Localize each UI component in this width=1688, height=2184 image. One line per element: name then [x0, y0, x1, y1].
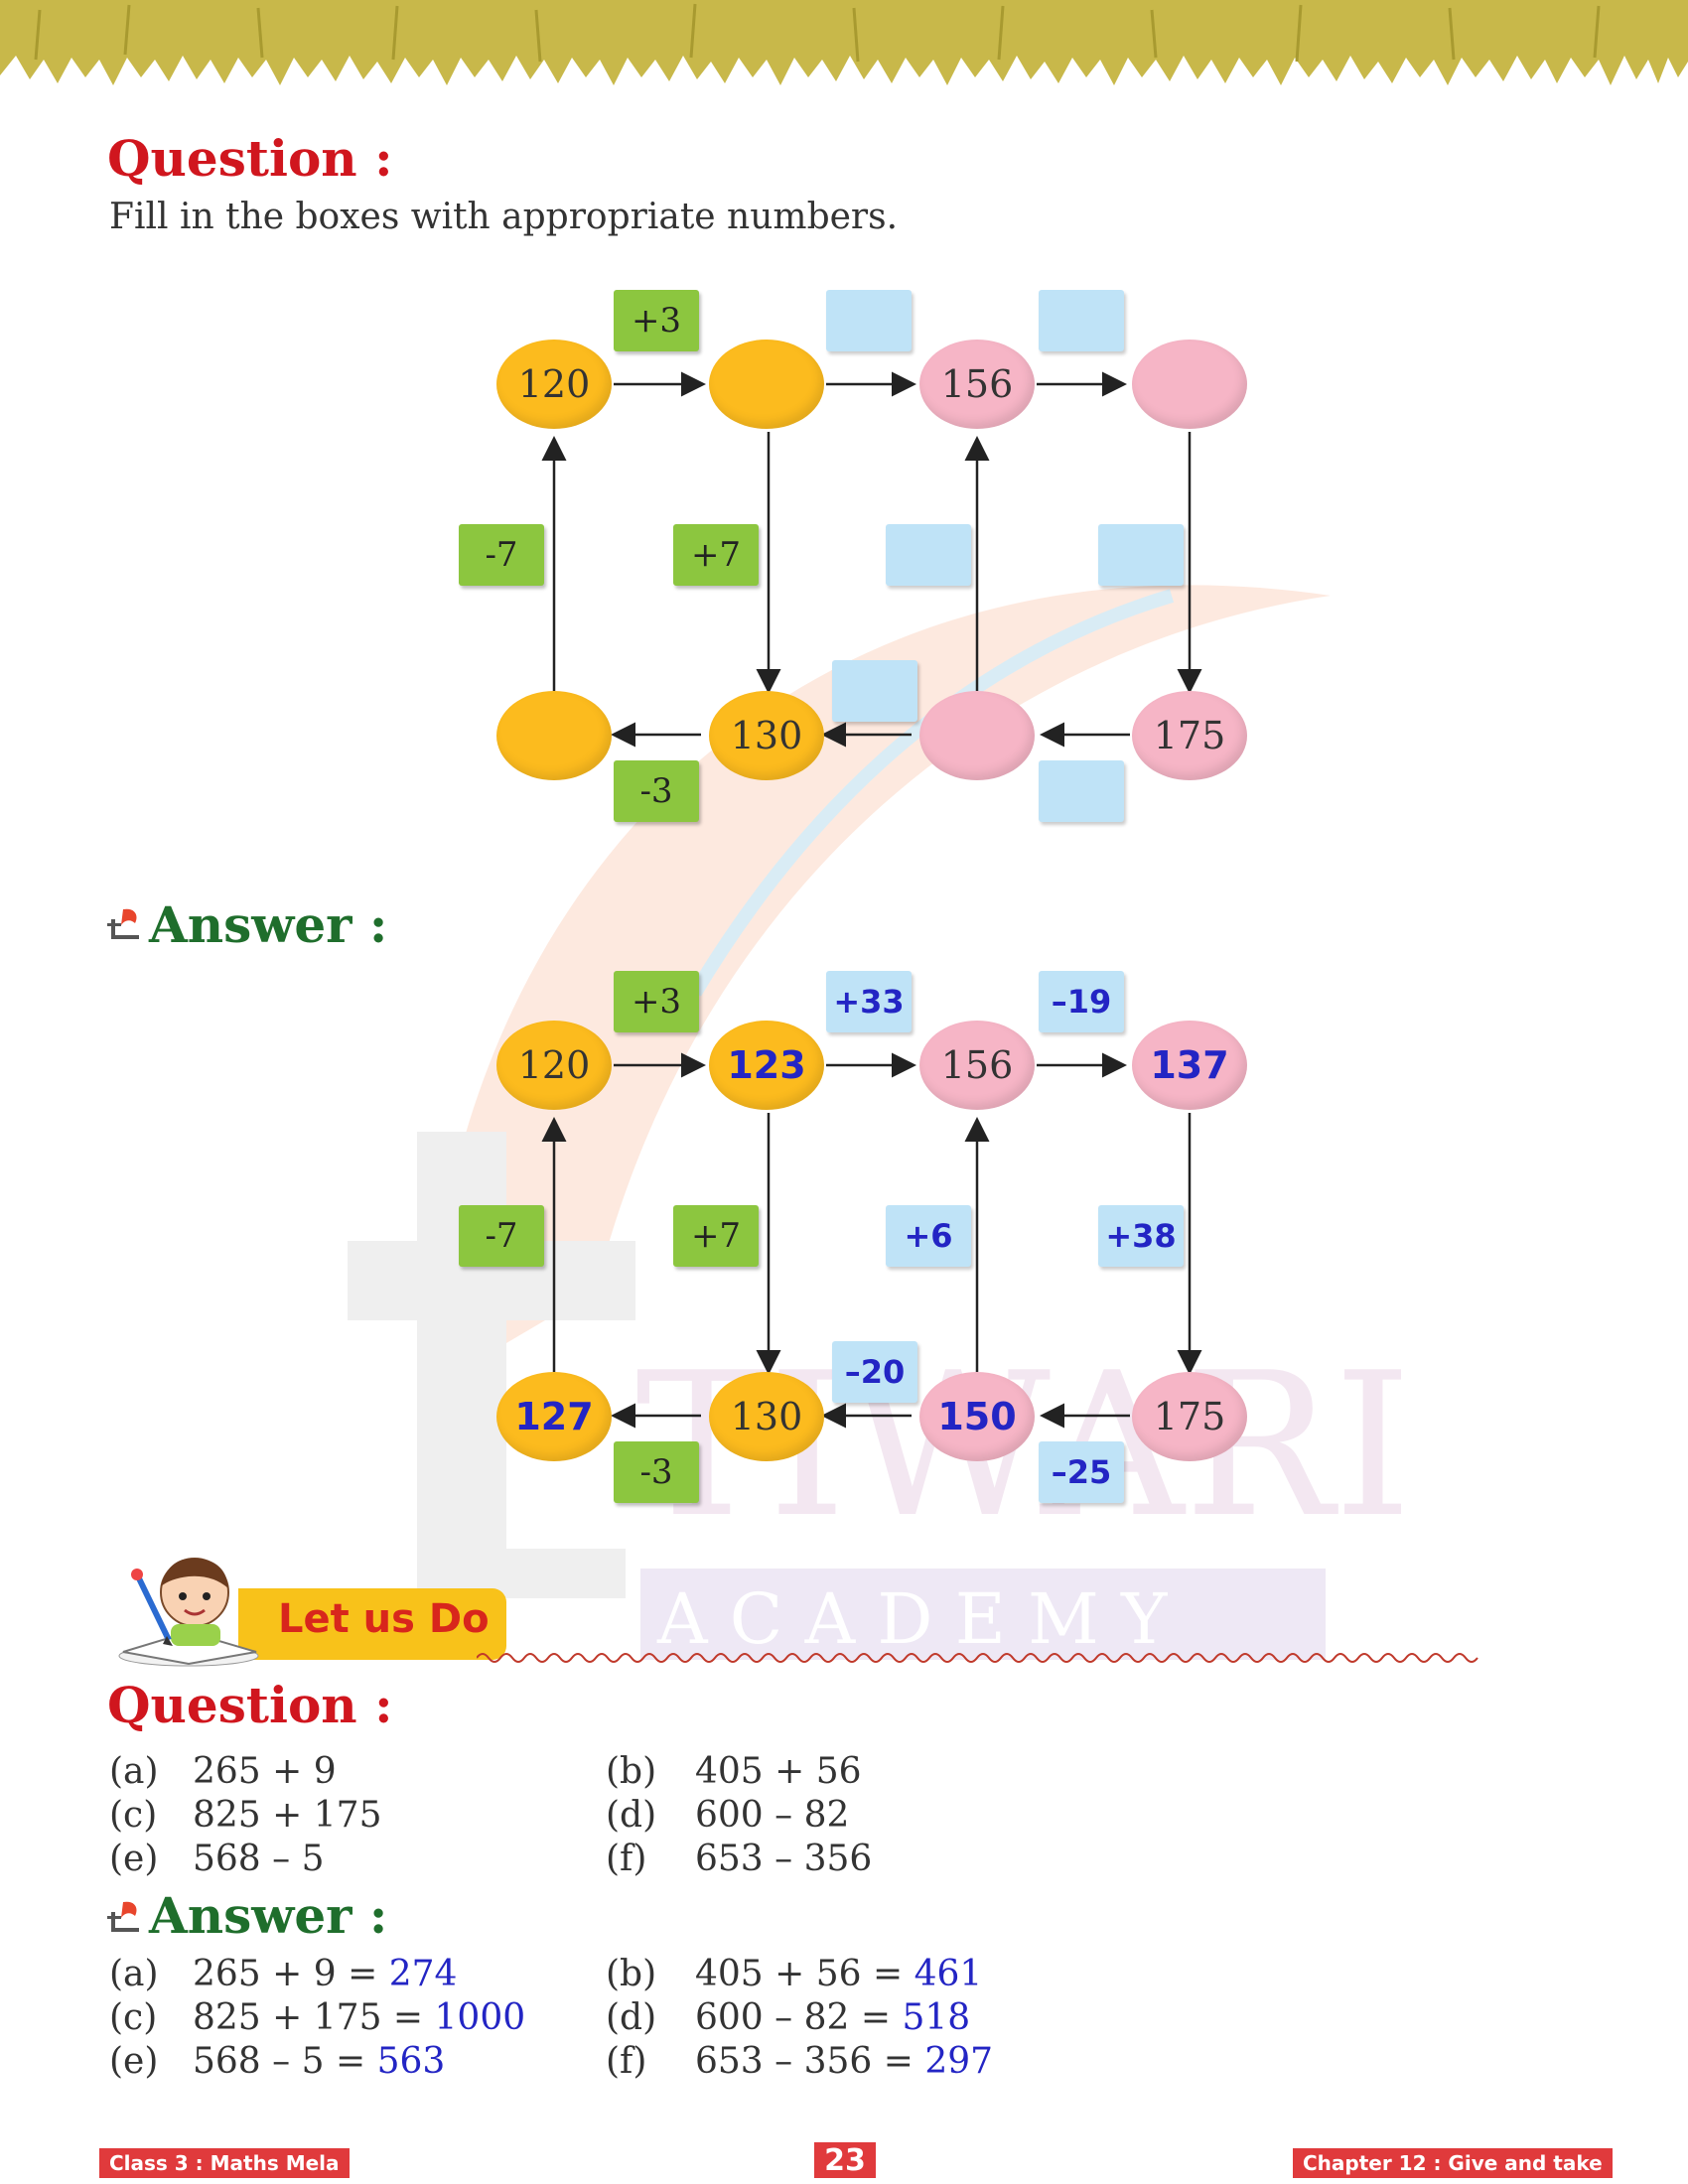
- a1-op-mid-3: +6: [886, 1205, 971, 1267]
- a1-op-top-2: +33: [826, 971, 912, 1032]
- q1-node-5: [496, 691, 612, 780]
- grass-header-decoration: [0, 0, 1688, 85]
- a1-node-5: 127: [496, 1372, 612, 1461]
- answer-1-diagram: 120 123 156 137 127 130 150 175 +3 +33 –…: [0, 959, 1688, 1515]
- footer-chapter-label: Chapter 12 : Give and take: [1293, 2148, 1613, 2178]
- q1-op-low-1[interactable]: [832, 660, 917, 722]
- a1-node-2: 123: [709, 1021, 824, 1110]
- wavy-divider: [477, 1653, 1478, 1663]
- a1-op-mid-1: -7: [459, 1205, 544, 1267]
- q1-node-4: [1132, 340, 1247, 429]
- a1-node-3: 156: [919, 1021, 1035, 1110]
- a1-node-7: 150: [919, 1372, 1035, 1461]
- q1-op-top-2[interactable]: [826, 290, 912, 351]
- academy-logo-icon: [107, 1901, 139, 1932]
- q1-op-bottom-1: -3: [614, 760, 699, 822]
- item-expression: 405 + 56: [695, 1751, 862, 1792]
- item-result: 518: [902, 1997, 971, 2038]
- page-number: 23: [814, 2142, 876, 2178]
- footer-class-label: Class 3 : Maths Mela: [99, 2148, 350, 2178]
- item-expression: 600 – 82: [695, 1795, 850, 1836]
- item-label: (a): [109, 1954, 159, 1994]
- q1-op-top-3[interactable]: [1039, 290, 1124, 351]
- item-expression: 600 – 82 = 518: [695, 1997, 971, 2038]
- a1-op-low-1: –20: [832, 1341, 917, 1403]
- item-label: (d): [606, 1997, 657, 2038]
- item-result: 1000: [434, 1997, 526, 2038]
- item-expression: 653 – 356: [695, 1839, 873, 1879]
- item-expression: 265 + 9 = 274: [193, 1954, 458, 1994]
- q1-op-mid-3[interactable]: [886, 524, 971, 586]
- question-1-instruction: Fill in the boxes with appropriate numbe…: [109, 197, 899, 237]
- let-us-do-banner: Let us Do: [109, 1549, 526, 1668]
- a1-op-bottom-1: -3: [614, 1441, 699, 1503]
- q1-node-6: 130: [709, 691, 824, 780]
- q1-node-3: 156: [919, 340, 1035, 429]
- a1-op-mid-2: +7: [673, 1205, 759, 1267]
- a1-op-mid-4: +38: [1098, 1205, 1184, 1267]
- item-expression: 568 – 5: [193, 1839, 325, 1879]
- item-label: (a): [109, 1751, 159, 1792]
- item-result: 461: [914, 1954, 983, 1994]
- item-label: (d): [606, 1795, 657, 1836]
- a1-node-1: 120: [496, 1021, 612, 1110]
- answer-2-title: Answer :: [149, 1886, 388, 1945]
- answer-1-title: Answer :: [149, 895, 388, 954]
- question-1-title: Question :: [107, 129, 393, 188]
- q1-op-top-1: +3: [614, 290, 699, 351]
- item-result: 297: [924, 2041, 994, 2082]
- q1-node-2: [709, 340, 824, 429]
- item-label: (e): [109, 1839, 159, 1879]
- item-label: (b): [606, 1954, 657, 1994]
- a1-op-top-3: –19: [1039, 971, 1124, 1032]
- item-expression: 825 + 175 = 1000: [193, 1997, 526, 2038]
- item-label: (f): [606, 2041, 647, 2082]
- q1-op-mid-4[interactable]: [1098, 524, 1184, 586]
- q1-op-mid-2: +7: [673, 524, 759, 586]
- item-expression: 653 – 356 = 297: [695, 2041, 994, 2082]
- a1-node-4: 137: [1132, 1021, 1247, 1110]
- a1-op-bottom-2: –25: [1039, 1441, 1124, 1503]
- item-expression: 568 – 5 = 563: [193, 2041, 446, 2082]
- academy-logo-icon: [107, 908, 139, 939]
- item-label: (c): [109, 1997, 158, 2038]
- answer-1-arrows: [541, 1052, 1202, 1429]
- item-label: (e): [109, 2041, 159, 2082]
- let-us-do-label: Let us Do: [278, 1596, 490, 1642]
- child-writing-icon: [118, 1558, 259, 1667]
- item-label: (f): [606, 1839, 647, 1879]
- a1-node-8: 175: [1132, 1372, 1247, 1461]
- item-result: 274: [388, 1954, 458, 1994]
- item-label: (c): [109, 1795, 158, 1836]
- q1-node-7: [919, 691, 1035, 780]
- item-expression: 265 + 9: [193, 1751, 337, 1792]
- let-us-do-band: [238, 1588, 506, 1660]
- q1-op-bottom-2[interactable]: [1039, 760, 1124, 822]
- item-expression: 405 + 56 = 461: [695, 1954, 983, 1994]
- item-result: 563: [376, 2041, 446, 2082]
- q1-op-mid-1: -7: [459, 524, 544, 586]
- item-label: (b): [606, 1751, 657, 1792]
- q1-node-8: 175: [1132, 691, 1247, 780]
- a1-node-6: 130: [709, 1372, 824, 1461]
- question-2-title: Question :: [107, 1676, 393, 1734]
- a1-op-top-1: +3: [614, 971, 699, 1032]
- question-1-arrows: [541, 371, 1202, 748]
- question-1-diagram: 120 156 130 175 +3 -7 +7 -3: [0, 278, 1688, 834]
- item-expression: 825 + 175: [193, 1795, 382, 1836]
- q1-node-1: 120: [496, 340, 612, 429]
